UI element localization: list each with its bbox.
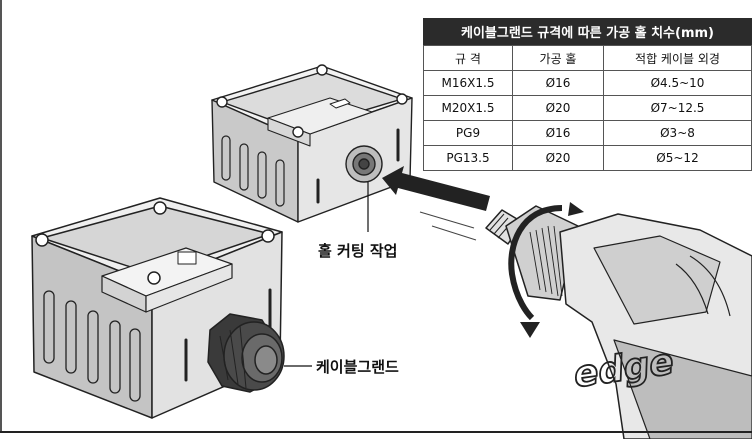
cell-standard: M16X1.5 [423,70,513,96]
enclosure-with-gland [31,197,285,419]
cell-hole: Ø20 [512,145,604,171]
cell-hole: Ø16 [512,120,604,146]
cell-hole: Ø16 [512,70,604,96]
hole-cutting-label: 홀 커팅 작업 [318,242,398,260]
direction-arrow [382,166,490,211]
header-standard: 규 격 [423,45,513,71]
table-row: PG9 Ø16 Ø3~8 [423,120,752,146]
header-cable-od: 적합 케이블 외경 [603,45,752,71]
gland-spec-table: 케이블그랜드 규격에 따른 가공 홀 치수(mm) 규 격 가공 홀 적합 케이… [423,18,752,171]
table-row: M20X1.5 Ø20 Ø7~12.5 [423,95,752,121]
cell-cable-od: Ø3~8 [603,120,752,146]
cable-gland-label: 케이블그랜드 [316,358,399,376]
cell-standard: PG13.5 [423,145,513,171]
cell-cable-od: Ø4.5~10 [603,70,752,96]
cell-hole: Ø20 [512,95,604,121]
enclosure-drilled [211,64,413,223]
rotation-arrow [508,202,584,338]
frame-left-rule [0,0,2,433]
cable-gland-illustration [207,313,285,393]
table-row: M16X1.5 Ø16 Ø4.5~10 [423,70,752,96]
cell-cable-od: Ø5~12 [603,145,752,171]
motion-lines [419,211,477,241]
header-hole: 가공 홀 [512,45,604,71]
cell-standard: PG9 [423,120,513,146]
power-drill [485,205,752,439]
cell-cable-od: Ø7~12.5 [603,95,752,121]
table-row: PG13.5 Ø20 Ø5~12 [423,145,752,171]
cell-standard: M20X1.5 [423,95,513,121]
frame-bottom-rule [0,431,752,433]
spec-table-title: 케이블그랜드 규격에 따른 가공 홀 치수(mm) [423,18,752,45]
spec-table-header-row: 규 격 가공 홀 적합 케이블 외경 [423,45,752,71]
